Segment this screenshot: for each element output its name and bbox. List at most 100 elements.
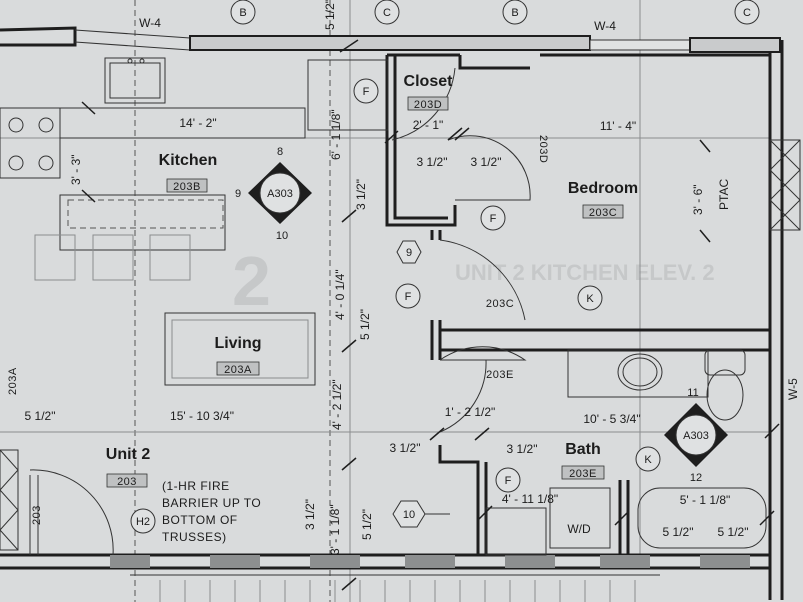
toilet-bowl — [706, 369, 744, 421]
room-name-bath: Bath — [565, 441, 601, 458]
door-tag: 203 — [31, 505, 43, 525]
svg-text:10: 10 — [403, 509, 415, 521]
range — [0, 107, 61, 179]
room-tag-bath: 203E — [569, 468, 597, 480]
room-tag-kitchen: 203B — [173, 181, 201, 193]
room-tag-living: 203A — [224, 364, 252, 376]
door-tag: 203C — [486, 298, 514, 310]
keynote-f: F — [480, 205, 506, 231]
keynote-h2: H2 — [130, 508, 156, 534]
svg-text:11' - 4": 11' - 4" — [600, 119, 636, 133]
keynote-k: K — [635, 446, 661, 472]
room-tag-bedroom: 203C — [589, 207, 617, 219]
svg-text:4' - 2 1/2": 4' - 2 1/2" — [330, 379, 344, 430]
svg-text:3 1/2": 3 1/2" — [303, 499, 317, 530]
sofa — [164, 312, 316, 386]
svg-text:14' - 2": 14' - 2" — [179, 116, 216, 130]
elevation-hex-10: 10 — [392, 500, 450, 528]
svg-text:5 1/2": 5 1/2" — [358, 309, 372, 340]
svg-text:F: F — [405, 291, 412, 303]
svg-text:5 1/2": 5 1/2" — [323, 0, 337, 30]
svg-text:TRUSSES): TRUSSES) — [162, 530, 227, 544]
washer-dryer-label: W/D — [567, 522, 591, 536]
svg-text:9: 9 — [235, 188, 241, 200]
svg-text:15' - 10 3/4": 15' - 10 3/4" — [170, 409, 234, 423]
section-marker-kitchen: A303 8 9 10 — [235, 146, 312, 242]
room-name-kitchen: Kitchen — [159, 152, 218, 169]
svg-text:3 1/2": 3 1/2" — [390, 441, 421, 455]
lavatory-sink — [617, 353, 663, 391]
keynote-k: K — [577, 285, 603, 311]
svg-text:BOTTOM OF: BOTTOM OF — [162, 513, 238, 527]
grid-bubble-c-1: C — [374, 0, 400, 25]
fire-barrier-note: (1-HR FIRE BARRIER UP TO BOTTOM OF TRUSS… — [162, 479, 261, 544]
svg-text:9: 9 — [406, 247, 412, 259]
svg-text:11: 11 — [687, 387, 698, 399]
door-tag: 203D — [537, 135, 549, 163]
svg-text:B: B — [239, 7, 246, 19]
corridor-wall — [0, 553, 770, 602]
room-tag-closet: 203D — [414, 99, 442, 111]
svg-text:H2: H2 — [136, 516, 150, 528]
kitchen-sink — [104, 57, 166, 104]
svg-text:3' - 1 1/8": 3' - 1 1/8" — [328, 504, 342, 555]
washer-dryer — [549, 487, 611, 549]
room-name-living: Living — [214, 335, 261, 352]
svg-text:3' - 3": 3' - 3" — [69, 154, 83, 185]
svg-text:3' - 6": 3' - 6" — [691, 184, 705, 215]
svg-text:4' - 0 1/4": 4' - 0 1/4" — [333, 269, 347, 320]
dimensions: 14' - 2" 3' - 3" 2' - 1" 11' - 4" 3' - 6… — [25, 0, 749, 555]
watermark-text: UNIT 2 KITCHEN ELEV. 2 — [455, 260, 715, 285]
unit-tag: 203 — [117, 476, 137, 488]
keynote-f: F — [395, 283, 421, 309]
svg-text:B: B — [511, 7, 518, 19]
svg-text:6' - 1 1/8": 6' - 1 1/8" — [329, 109, 343, 160]
svg-text:5' - 1 1/8": 5' - 1 1/8" — [680, 493, 731, 507]
kitchen-fixtures — [0, 57, 389, 386]
kitchen-island — [59, 194, 226, 251]
exterior-walls — [0, 26, 801, 600]
svg-text:2' - 1": 2' - 1" — [413, 118, 444, 132]
svg-text:K: K — [586, 293, 594, 305]
svg-text:4' - 11 1/8": 4' - 11 1/8" — [502, 492, 558, 506]
wall-type-label: W-4 — [139, 16, 161, 30]
grid-bubble-b-2: B — [502, 0, 528, 25]
svg-text:F: F — [505, 475, 512, 487]
wall-type-label: W-4 — [594, 19, 616, 33]
room-name-bedroom: Bedroom — [568, 180, 638, 197]
keynote-f: F — [353, 78, 379, 104]
dimension-ticks — [81, 39, 780, 591]
svg-text:F: F — [490, 213, 497, 225]
watermark-number: 2 — [232, 242, 271, 320]
vanity — [567, 349, 709, 398]
svg-text:10: 10 — [276, 230, 288, 242]
unit-name: Unit 2 — [106, 446, 151, 463]
toilet-tank — [704, 349, 746, 376]
keynote-f: F — [495, 467, 521, 493]
ptac-label: PTAC — [717, 179, 731, 210]
svg-text:5 1/2": 5 1/2" — [360, 509, 374, 540]
svg-text:F: F — [363, 86, 370, 98]
bath-fixtures — [485, 349, 767, 556]
svg-text:C: C — [743, 7, 751, 19]
svg-text:8: 8 — [277, 146, 283, 158]
door-tag: 203E — [486, 369, 514, 381]
svg-text:5 1/2": 5 1/2" — [25, 409, 56, 423]
section-marker-bath: A303 11 12 — [664, 387, 728, 484]
elevation-hex-9: 9 — [396, 240, 422, 264]
svg-text:3 1/2": 3 1/2" — [354, 179, 368, 210]
door-tag: 203A — [7, 367, 19, 395]
svg-text:C: C — [383, 7, 391, 19]
grid-lines — [0, 0, 770, 602]
svg-text:5 1/2": 5 1/2" — [663, 525, 694, 539]
svg-text:BARRIER UP TO: BARRIER UP TO — [162, 496, 261, 510]
svg-text:3 1/2": 3 1/2" — [417, 155, 448, 169]
svg-text:A303: A303 — [683, 430, 709, 442]
svg-text:1' - 2 1/2": 1' - 2 1/2" — [445, 405, 496, 419]
svg-text:3 1/2": 3 1/2" — [471, 155, 502, 169]
svg-text:3 1/2": 3 1/2" — [507, 442, 538, 456]
svg-text:10' - 5 3/4": 10' - 5 3/4" — [583, 412, 640, 426]
wall-type-label: W-5 — [786, 378, 800, 400]
room-name-closet: Closet — [404, 73, 454, 90]
ptac-grille — [769, 139, 801, 231]
